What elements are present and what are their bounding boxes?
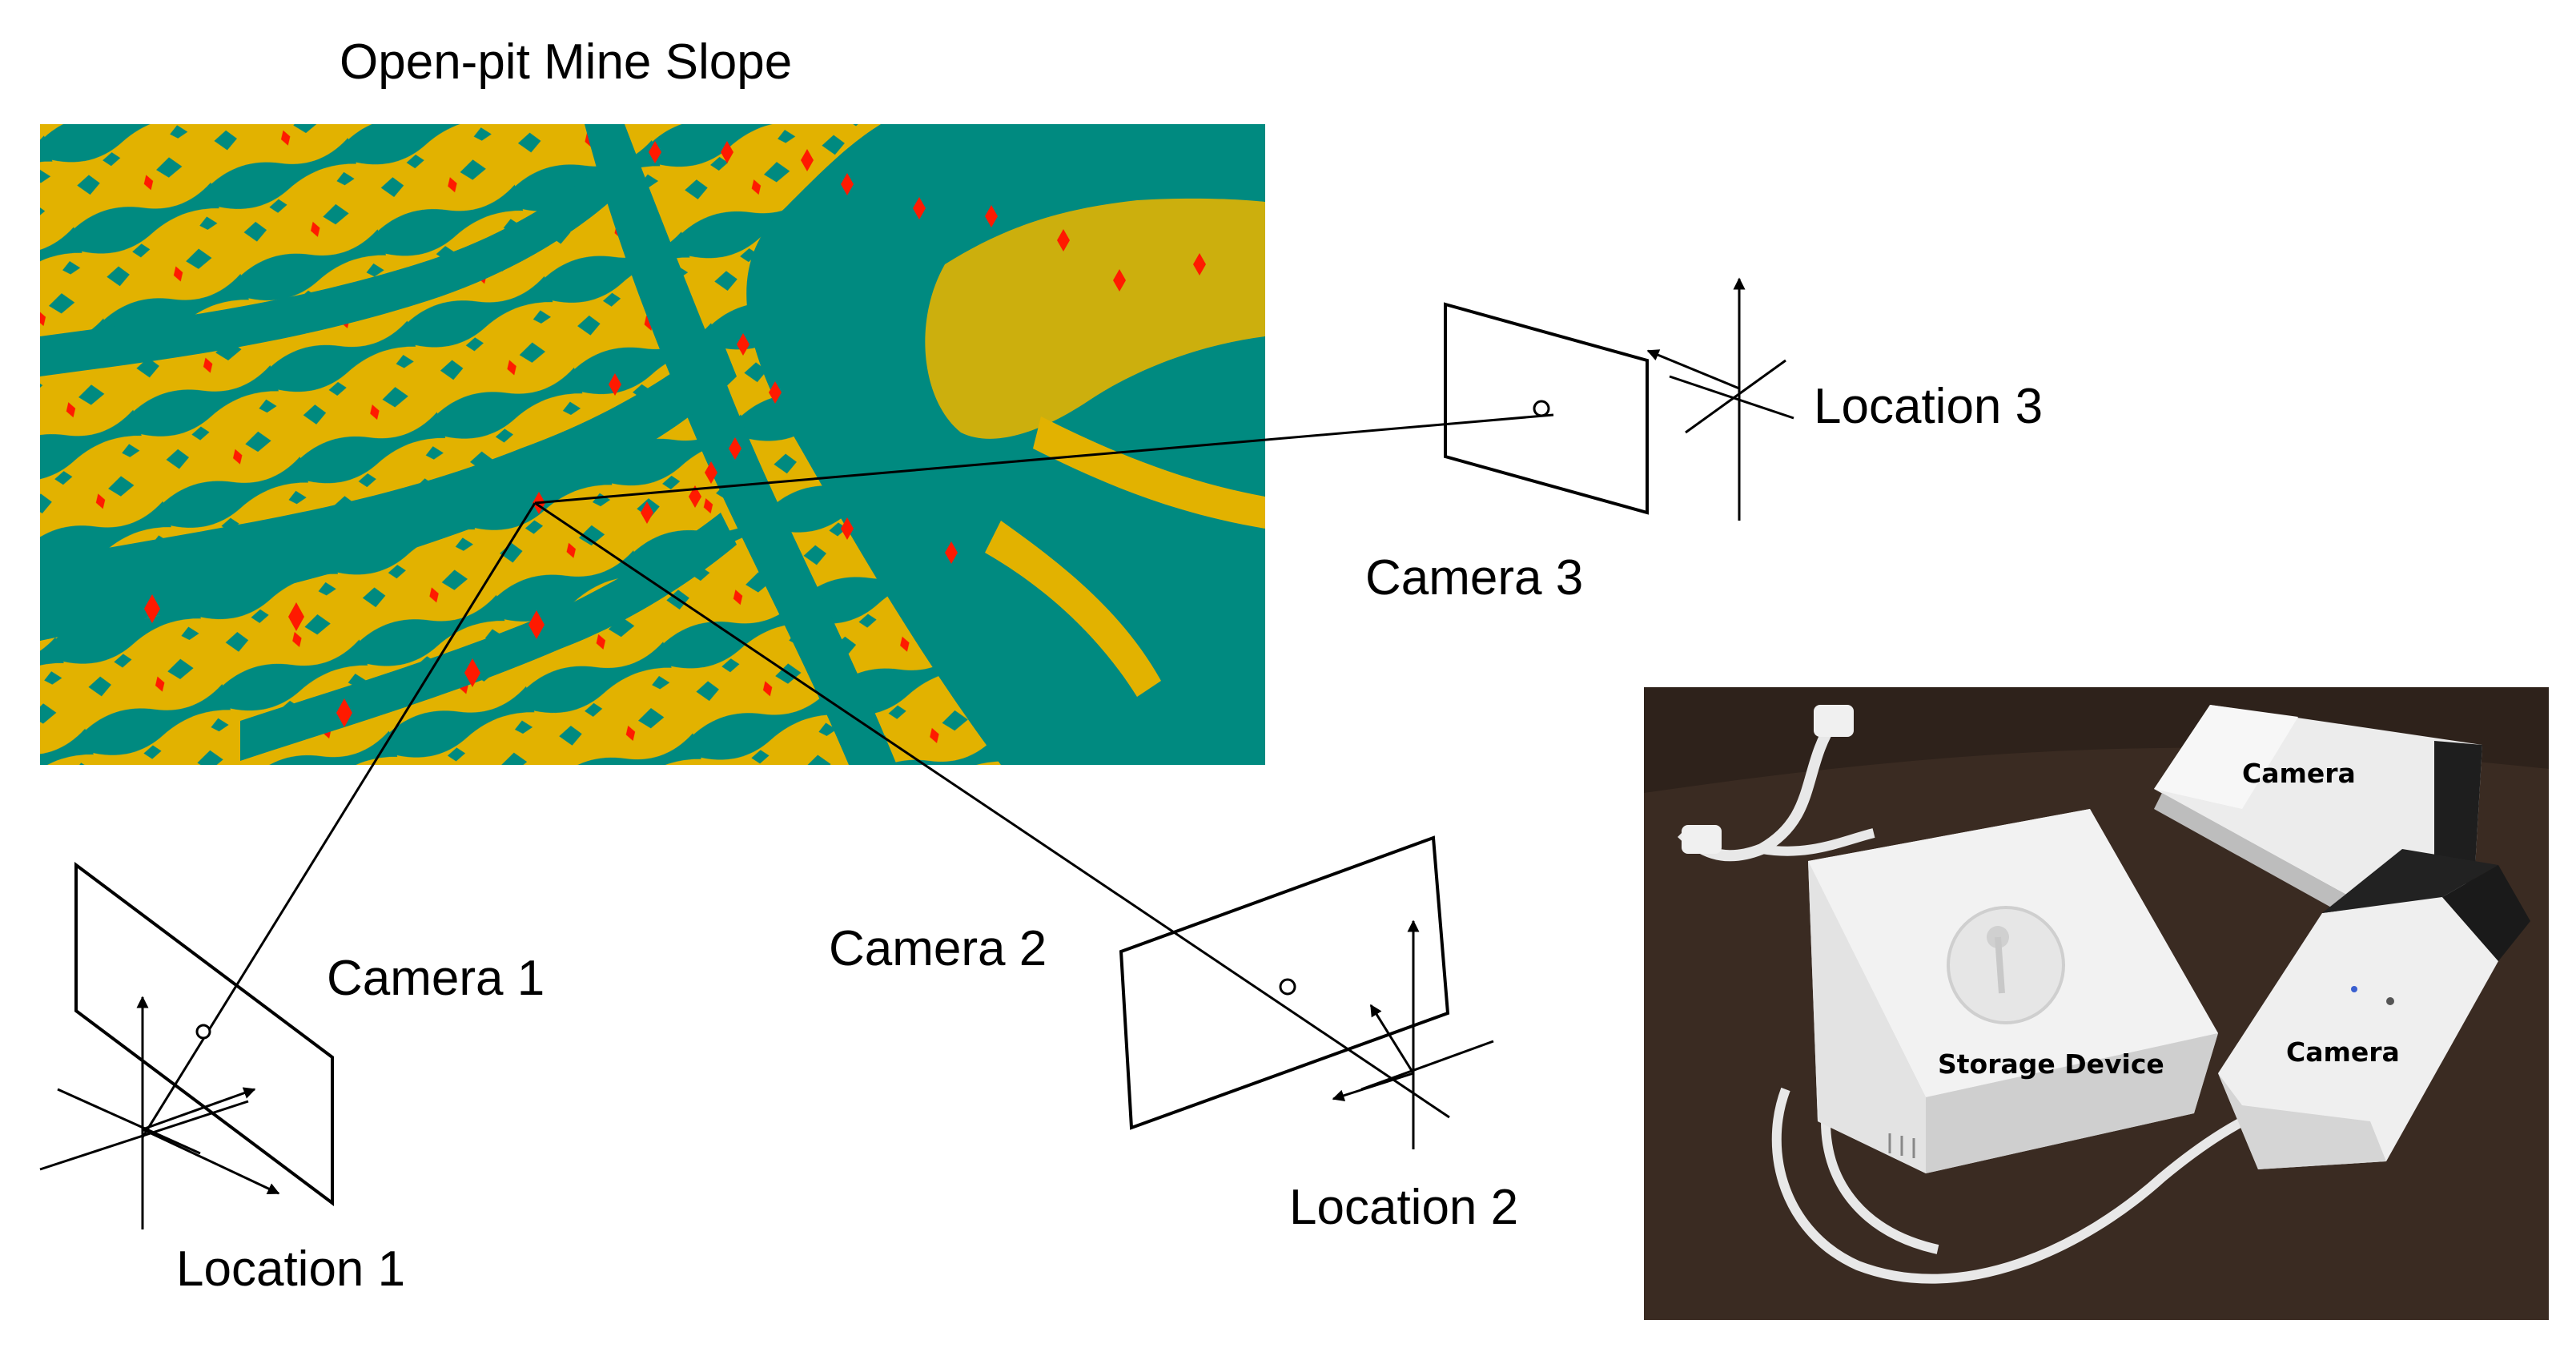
camera-2-diagram xyxy=(1119,835,1494,1149)
camera-box-bottom xyxy=(2218,849,2530,1169)
location-2-label: Location 2 xyxy=(1289,1180,1518,1235)
equipment-photo xyxy=(1644,687,2549,1320)
photo-camera-label-bottom: Camera xyxy=(2286,1036,2400,1068)
storage-device xyxy=(1808,809,2218,1173)
camera-2-label: Camera 2 xyxy=(829,921,1047,976)
location-3-label: Location 3 xyxy=(1814,379,2043,434)
location-1-label: Location 1 xyxy=(176,1241,405,1297)
camera-1-label: Camera 1 xyxy=(327,951,545,1006)
mine-slope-image xyxy=(40,124,1265,765)
camera-1-diagram xyxy=(39,862,334,1229)
camera-3-label: Camera 3 xyxy=(1365,550,1583,606)
slope-title: Open-pit Mine Slope xyxy=(340,34,792,90)
camera-3-diagram xyxy=(1444,277,1794,521)
photo-storage-label: Storage Device xyxy=(1938,1048,2164,1080)
photo-camera-label-top: Camera xyxy=(2242,758,2356,789)
